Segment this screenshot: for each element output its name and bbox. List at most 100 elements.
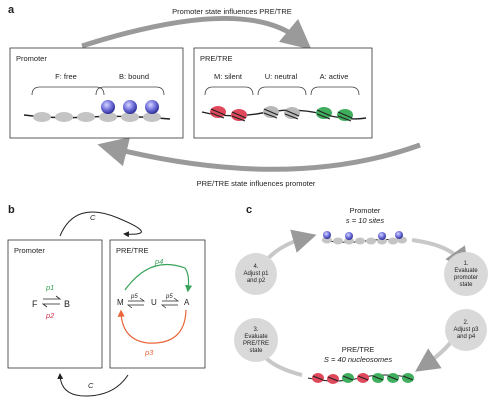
svg-text:and p4: and p4 [457, 334, 476, 340]
promoter-sites-title: Promoter [350, 206, 381, 215]
active-nucleosome [316, 107, 332, 120]
pre-nucleosomes-count: S = 40 nucleosomes [324, 355, 392, 364]
cycle-active-nucleosome [342, 373, 354, 383]
bottom-coupling-arrow [57, 373, 129, 397]
bound-site [143, 112, 161, 122]
bound-protein [123, 100, 137, 114]
cycle-active-nucleosome [387, 373, 399, 383]
rate-p5-right: p5 [165, 294, 173, 300]
cycle-silent-nucleosome [357, 373, 369, 383]
promoter-sites-count: s = 10 sites [346, 216, 384, 225]
svg-text:Adjust p3: Adjust p3 [453, 327, 479, 333]
svg-text:Evaluate: Evaluate [454, 268, 478, 274]
state-m: M [117, 298, 124, 307]
panel-c-letter: c [246, 204, 252, 216]
bound-bracket [95, 86, 165, 96]
neutral-nucleosome [284, 107, 300, 120]
cycle-active-nucleosome [402, 373, 414, 383]
step-4-adjust-p1-p2: 4. Adjust p1 and p2 [235, 253, 277, 295]
silent-bracket [204, 86, 254, 96]
bound-protein [101, 100, 115, 114]
neutral-nucleosome [263, 106, 279, 119]
cycle-bound-protein [395, 231, 403, 239]
pre-state-box [109, 239, 206, 369]
panel-b-letter: b [8, 204, 15, 216]
rate-p5-left: p5 [130, 294, 138, 300]
cycle-site [355, 237, 365, 245]
rate-p2: p2 [45, 311, 55, 320]
silent-nucleosome [210, 106, 226, 119]
active-nucleosome [337, 109, 353, 122]
a-to-u-harpoon [160, 304, 178, 309]
cycle-silent-nucleosome [312, 373, 324, 383]
group-bound-label: B: bound [119, 72, 149, 81]
svg-text:1.: 1. [463, 261, 468, 267]
top-coupling-label: C [90, 213, 96, 222]
cycle-site [377, 237, 387, 245]
state-f: F [32, 299, 38, 309]
bottom-coupling-label: C [88, 381, 94, 390]
p3-arc [117, 309, 187, 344]
svg-text:Evaluate: Evaluate [244, 334, 268, 340]
bound-site [121, 112, 139, 122]
top-coupling-arrow [59, 211, 142, 238]
svg-text:and p2: and p2 [247, 278, 266, 284]
m-to-u-harpoon [128, 297, 146, 302]
group-neutral-label: U: neutral [265, 72, 298, 81]
u-to-m-harpoon [126, 304, 144, 309]
rate-p4: p4 [154, 257, 163, 266]
neutral-bracket [257, 86, 307, 96]
p4-arc [124, 263, 193, 293]
cycle-site [366, 237, 376, 245]
svg-text:Adjust p1: Adjust p1 [243, 271, 269, 277]
forward-harpoon [43, 295, 62, 300]
free-bracket [31, 86, 105, 96]
promoter-title: Promoter [16, 54, 47, 63]
rate-p3: p3 [144, 348, 154, 357]
svg-text:state: state [459, 282, 473, 288]
state-u: U [151, 298, 157, 307]
step-3-evaluate-pre: 3. Evaluate PRE/TRE state [234, 318, 278, 362]
svg-text:state: state [249, 348, 263, 354]
step-1-evaluate-promoter: 1. Evaluate promoter state [444, 252, 488, 296]
cycle-active-nucleosome [372, 373, 384, 383]
pre-nucleosomes-title: PRE/TRE [342, 345, 375, 354]
state-a: A [184, 298, 190, 307]
group-free-label: F: free [55, 72, 77, 81]
backward-harpoon [41, 303, 60, 308]
promoter-to-pre-arrow [81, 16, 312, 50]
cycle-bound-protein [323, 231, 331, 239]
active-bracket [310, 86, 360, 96]
pre-title: PRE/TRE [200, 54, 233, 63]
silent-nucleosome [231, 109, 247, 122]
bottom-arrow-label: PRE/TRE state influences promoter [197, 179, 316, 188]
svg-text:3.: 3. [253, 327, 258, 333]
free-site [77, 112, 95, 122]
svg-text:PRE/TRE: PRE/TRE [243, 341, 269, 347]
top-arrow-label: Promoter state influences PRE/TRE [172, 7, 292, 16]
pre-state-title: PRE/TRE [116, 246, 149, 255]
cycle-site [333, 237, 343, 245]
svg-text:promoter: promoter [454, 275, 478, 281]
cycle-silent-nucleosome [327, 374, 339, 384]
rate-p1: p1 [45, 283, 54, 292]
panel-a-letter: a [8, 4, 15, 16]
cycle-bound-protein [378, 232, 386, 240]
bound-site [99, 112, 117, 122]
cycle-bound-protein [345, 232, 353, 240]
svg-text:4.: 4. [253, 264, 258, 270]
cycle-site [322, 236, 332, 244]
cycle-site [388, 237, 398, 245]
group-silent-label: M: silent [214, 72, 243, 81]
group-active-label: A: active [320, 72, 349, 81]
u-to-a-harpoon [162, 297, 180, 302]
free-site [33, 112, 51, 122]
svg-text:2.: 2. [463, 320, 468, 326]
step-2-adjust-p3-p4: 2. Adjust p3 and p4 [445, 309, 487, 351]
free-site [55, 112, 73, 122]
cycle-site [344, 237, 354, 245]
promoter-state-title: Promoter [14, 246, 45, 255]
pre-box [193, 47, 373, 139]
bound-protein [145, 100, 159, 114]
